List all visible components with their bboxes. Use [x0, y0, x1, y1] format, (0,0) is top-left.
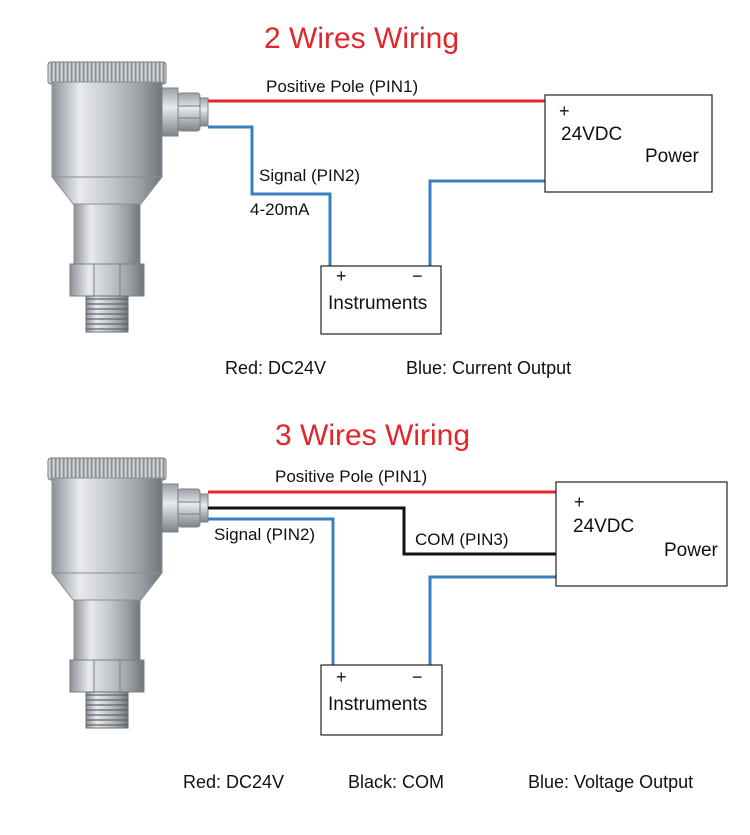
power-supply-box	[555, 481, 728, 587]
instrument-minus-sign: −	[412, 667, 423, 687]
signal-wire	[208, 517, 335, 665]
positive-pole-label: Positive Pole (PIN1)	[275, 467, 428, 486]
diagram-title: 3 Wires Wiring	[275, 419, 471, 452]
signal-label: Signal (PIN2)	[259, 166, 361, 185]
diagram-title: 2 Wires Wiring	[264, 22, 460, 55]
signal-range-label: 4-20mA	[250, 200, 310, 219]
instruments-label: Instruments	[328, 293, 428, 314]
power-plus-sign: +	[559, 101, 570, 121]
instrument-minus-sign: −	[412, 266, 423, 286]
pressure-transmitter-image	[47, 457, 209, 729]
instrument-plus-sign: +	[336, 266, 347, 286]
legend-blue: Blue: Voltage Output	[528, 772, 694, 792]
power-label: Power	[664, 540, 718, 561]
power-plus-sign: +	[574, 492, 585, 512]
com-wire	[208, 506, 556, 556]
pressure-transmitter-image	[47, 61, 209, 333]
legend-red: Red: DC24V	[183, 772, 285, 792]
signal-wire	[208, 125, 332, 267]
signal-label: Signal (PIN2)	[214, 525, 316, 544]
instruments-label: Instruments	[328, 694, 428, 715]
power-voltage-label: 24VDC	[573, 516, 635, 537]
instruments-box	[320, 664, 443, 736]
positive-pole-label: Positive Pole (PIN1)	[266, 77, 419, 96]
return-wire	[428, 575, 556, 665]
instrument-plus-sign: +	[336, 667, 347, 687]
legend-blue: Blue: Current Output	[406, 358, 572, 378]
return-wire	[428, 179, 545, 267]
power-voltage-label: 24VDC	[561, 124, 623, 145]
power-supply-box	[544, 94, 713, 193]
com-label: COM (PIN3)	[415, 530, 509, 549]
power-label: Power	[645, 146, 699, 167]
instruments-box	[320, 265, 442, 335]
legend-black: Black: COM	[348, 772, 445, 792]
legend-red: Red: DC24V	[225, 358, 327, 378]
